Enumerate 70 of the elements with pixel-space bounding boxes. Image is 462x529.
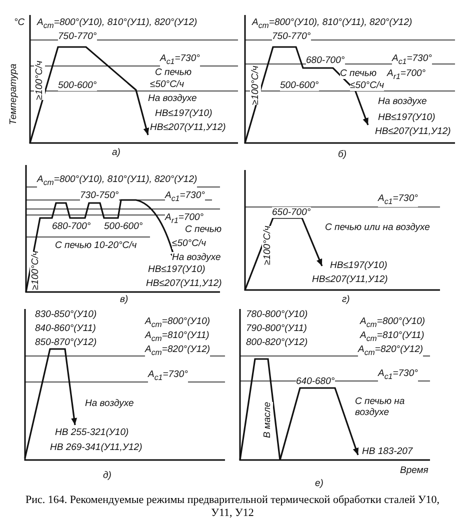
chart-annotation: HB 269-341(У11,У12) <box>50 442 142 453</box>
panel-letter: г) <box>342 294 350 305</box>
chart-annotation: На воздухе <box>378 96 427 107</box>
chart-annotation: 680-700° <box>52 221 91 232</box>
chart-annotation: 680-700° <box>306 55 345 66</box>
chart-annotation: 500-600° <box>104 221 143 232</box>
chart-annotation: A$_{c1}$=730° <box>165 190 205 204</box>
chart-annotation: A$_{cm}$=820°(У12) <box>145 344 210 358</box>
rate-label: ≥100°C/ч <box>250 66 261 105</box>
chart-annotation: 750-770° <box>58 31 97 42</box>
chart-annotation: HB≤197(У10) <box>155 108 212 119</box>
chart-annotation: A$_{c1}$=730° <box>148 369 188 383</box>
chart-annotation: HB≤197(У10) <box>330 260 388 271</box>
panel-letter: 780-800°(У10) <box>246 309 308 320</box>
chart-annotation: ≤50°C/ч <box>350 80 384 91</box>
chart-annotation: 850-870°(У12) <box>35 337 97 348</box>
chart-annotation: A$_{c1}$=730° <box>392 53 432 67</box>
chart-annotation: HB≤207(У11,У12) <box>146 278 222 289</box>
chart-annotation: HB≤207(У11,У12) <box>375 126 451 137</box>
chart-annotation: 830-850°(У10) <box>35 309 97 320</box>
chart-annotation: 730-750° <box>80 190 119 201</box>
chart-annotation: На воздухе <box>172 252 221 263</box>
chart-annotation: 840-860°(У11) <box>35 323 96 334</box>
chart-annotation: A$_{c1}$=730° <box>160 53 200 67</box>
curve-label: HB 183-207 <box>362 446 413 457</box>
figure-caption: Рис. 164. Рекомендуемые режимы предварительной термической обработки сталей У10, У11, У12 <box>24 494 441 520</box>
rate-label: ≥100°C/ч <box>262 226 273 265</box>
panel-letter: в) <box>120 294 128 305</box>
chart-annotation: 800-820°(У12) <box>246 337 308 348</box>
chart-annotation: С печью <box>185 224 222 235</box>
chart-annotation: С печью 10-20°C/ч <box>55 240 137 251</box>
chart-annotation: 650-700° <box>272 207 311 218</box>
chart-annotation: A$_{cm}$=810°(У11) <box>145 330 210 344</box>
chart-annotation: A$_{c1}$=730° <box>378 193 418 207</box>
chart-annotation: С печью <box>340 68 377 79</box>
chart-annotation: На воздухе <box>148 93 197 104</box>
chart-annotation: 790-800°(У11) <box>246 323 307 334</box>
chart-annotation: 500-600° <box>58 80 97 91</box>
chart-annotation: A$_{cm}$=800°(У10) <box>145 316 210 330</box>
axis-unit: °C <box>14 17 25 28</box>
chart-annotation: A$_{cm}$=800°(У10), 810°(У11), 820°(У12) <box>252 17 412 31</box>
chart-annotation: HB≤207(У11,У12) <box>150 122 226 133</box>
chart-annotation: HB≤197(У10) <box>378 112 436 123</box>
chart-annotation: A$_{r1}$=700° <box>165 212 204 226</box>
chart-annotation: Время <box>400 465 428 476</box>
chart-annotation: A$_{cm}$=820°(У12) <box>358 344 424 358</box>
chart-annotation: A$_{cm}$=800°(У10), 810°(У11), 820°(У12) <box>37 174 198 188</box>
chart-annotation: HB≤197(У10) <box>148 264 206 275</box>
chart-annotation: С печью <box>155 67 192 78</box>
rate-label: В масле <box>262 402 273 438</box>
chart-annotation: ≤50°C/ч <box>150 79 184 90</box>
chart-annotation: д) <box>103 470 112 481</box>
chart-annotation: HB 255-321(У10) <box>55 427 129 438</box>
panel-letter: а) <box>112 147 120 158</box>
chart-annotation: 750-770° <box>272 31 311 42</box>
chart-annotation: ≤50°C/ч <box>172 238 206 249</box>
panel-letter: б) <box>338 149 347 160</box>
chart-annotation: HB≤207(У11,У12) <box>312 274 388 285</box>
rate-label: ≥100°C/ч <box>34 60 45 100</box>
chart-annotation: A$_{cm}$=810°(У11) <box>360 330 424 344</box>
chart-annotation: A$_{cm}$=800°(У10) <box>360 316 426 330</box>
rate-label: ≥100°C/ч <box>30 250 41 290</box>
chart-annotation: 500-600° <box>280 80 319 91</box>
axis-title: Температура <box>8 64 19 125</box>
chart-annotation: A$_{r1}$=700° <box>387 68 426 82</box>
axis-title: е) <box>315 478 324 489</box>
chart-annotation: 640-680° <box>296 376 335 387</box>
chart-annotation: На воздухе <box>85 398 134 409</box>
chart-annotation: A$_{c1}$=730° <box>378 368 418 382</box>
chart-annotation: A$_{cm}$=800°(У10), 810°(У11), 820°(У12) <box>37 17 198 31</box>
